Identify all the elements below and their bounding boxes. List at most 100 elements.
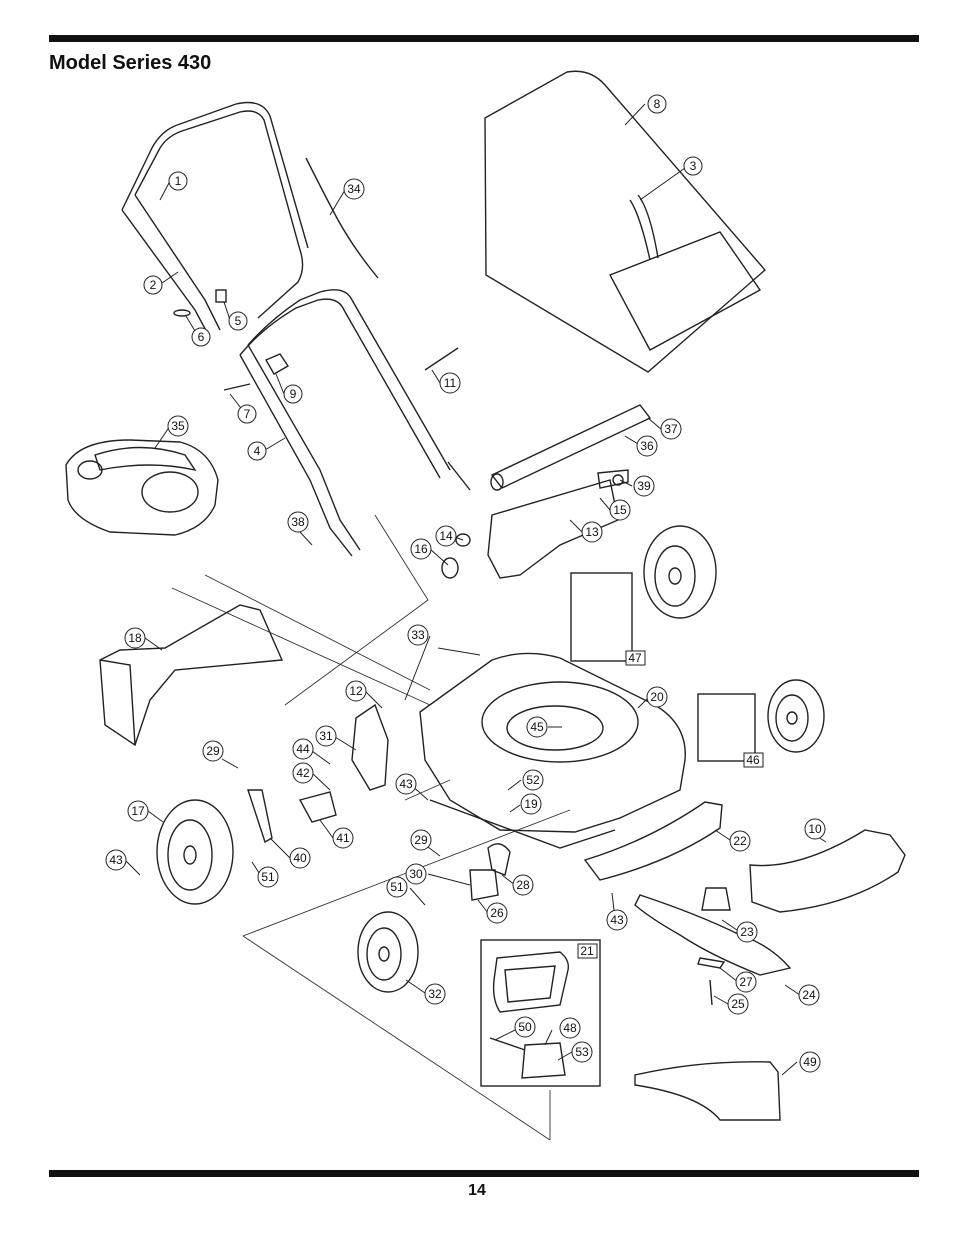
part-9-drawing — [265, 353, 289, 375]
top-rule — [49, 35, 919, 42]
callout-43b-text: 43 — [399, 777, 413, 791]
callout-47: 47 — [625, 650, 646, 666]
callout-46: 46 — [743, 752, 764, 768]
callout-27-text: 27 — [739, 975, 753, 989]
height-adjust-drawing — [351, 703, 389, 791]
part-7-drawing — [223, 383, 251, 391]
callout-18-text: 18 — [128, 631, 142, 645]
inset-box-46 — [697, 693, 756, 762]
callout-29b: 29 — [410, 829, 432, 851]
callout-36-text: 36 — [640, 439, 654, 453]
callout-42-text: 42 — [296, 766, 310, 780]
wheel-17-drawing — [156, 799, 234, 905]
control-cable-drawing — [305, 157, 379, 279]
callout-43b: 43 — [395, 773, 417, 795]
callout-17: 17 — [127, 800, 149, 822]
leader-lines — [124, 103, 827, 1076]
callout-23: 23 — [736, 921, 758, 943]
part-6-drawing — [173, 309, 191, 317]
wheel-32-drawing — [357, 911, 419, 993]
callout-26-text: 26 — [490, 906, 504, 920]
callout-35: 35 — [167, 415, 189, 437]
callout-50-text: 50 — [518, 1020, 532, 1034]
callout-13-text: 13 — [585, 525, 599, 539]
callout-49-text: 49 — [803, 1055, 817, 1069]
callout-33: 33 — [407, 624, 429, 646]
grass-bag-drawing — [484, 70, 766, 373]
callout-10: 10 — [804, 818, 826, 840]
rear-door-drawing — [441, 469, 629, 579]
callout-41-text: 41 — [336, 831, 350, 845]
callout-38-text: 38 — [291, 515, 305, 529]
callout-7-text: 7 — [244, 407, 251, 421]
callout-20-text: 20 — [650, 690, 664, 704]
upper-handle-drawing — [121, 101, 309, 339]
callout-30: 30 — [405, 863, 427, 885]
callout-17-text: 17 — [131, 804, 145, 818]
callout-9-text: 9 — [290, 387, 297, 401]
callout-29b-text: 29 — [414, 833, 428, 847]
callout-29a: 29 — [202, 740, 224, 762]
callout-6: 6 — [191, 327, 211, 347]
callout-1-text: 1 — [175, 174, 182, 188]
callout-52: 52 — [522, 769, 544, 791]
callout-labels: 1 2 3 4 5 6 7 8 9 10 11 12 13 14 15 16 1… — [105, 94, 826, 1073]
callout-48-text: 48 — [563, 1021, 577, 1035]
callout-38: 38 — [287, 511, 309, 533]
callout-2-text: 2 — [150, 278, 157, 292]
callout-1: 1 — [168, 171, 188, 191]
callout-21: 21 — [577, 943, 598, 959]
callout-43c: 43 — [606, 909, 628, 931]
callout-45: 45 — [526, 716, 548, 738]
callout-9: 9 — [283, 384, 303, 404]
callout-47-text: 47 — [628, 651, 642, 665]
callout-23-text: 23 — [740, 925, 754, 939]
page-title: Model Series 430 — [49, 52, 212, 74]
inset-box-21 — [480, 939, 601, 1087]
callout-3: 3 — [683, 156, 703, 176]
lower-handle-drawing — [239, 289, 471, 557]
baffle-22-drawing — [583, 801, 723, 881]
callout-51a: 51 — [257, 866, 279, 888]
deflector-49-drawing — [634, 1061, 781, 1121]
callout-6-text: 6 — [198, 330, 205, 344]
inset-box-47 — [570, 572, 633, 662]
blade-adapter-drawing — [701, 887, 731, 911]
callout-49: 49 — [799, 1051, 821, 1073]
callout-15-text: 15 — [613, 503, 627, 517]
callout-19: 19 — [520, 793, 542, 815]
callout-32: 32 — [424, 983, 446, 1005]
callout-18: 18 — [124, 627, 146, 649]
callout-34: 34 — [343, 178, 365, 200]
callout-19-text: 19 — [524, 797, 538, 811]
callout-39: 39 — [633, 475, 655, 497]
callout-11: 11 — [439, 372, 461, 394]
callout-43a: 43 — [105, 849, 127, 871]
engine-cover-drawing — [65, 439, 219, 536]
washer-27-drawing — [697, 957, 726, 969]
bolt-25-drawing — [709, 979, 713, 1006]
callout-35-text: 35 — [171, 419, 185, 433]
callout-28-text: 28 — [516, 878, 530, 892]
callout-28: 28 — [512, 874, 534, 896]
callout-8: 8 — [647, 94, 667, 114]
callout-11-text: 11 — [444, 376, 457, 390]
callout-25: 25 — [727, 993, 749, 1015]
callout-32-text: 32 — [428, 987, 442, 1001]
callout-31: 31 — [315, 725, 337, 747]
callout-24-text: 24 — [802, 988, 816, 1002]
bolt-11-drawing — [424, 347, 459, 371]
callout-44: 44 — [292, 738, 314, 760]
reference-lines — [171, 514, 571, 1141]
part-26-drawing — [469, 869, 499, 901]
callout-40: 40 — [289, 847, 311, 869]
callout-14-text: 14 — [439, 529, 453, 543]
callout-53-text: 53 — [575, 1045, 589, 1059]
part-28-drawing — [487, 843, 511, 876]
callout-51a-text: 51 — [261, 870, 275, 884]
callout-10-text: 10 — [808, 822, 822, 836]
callout-51b-text: 51 — [390, 880, 404, 894]
callout-8-text: 8 — [654, 97, 661, 111]
callout-52-text: 52 — [526, 773, 540, 787]
